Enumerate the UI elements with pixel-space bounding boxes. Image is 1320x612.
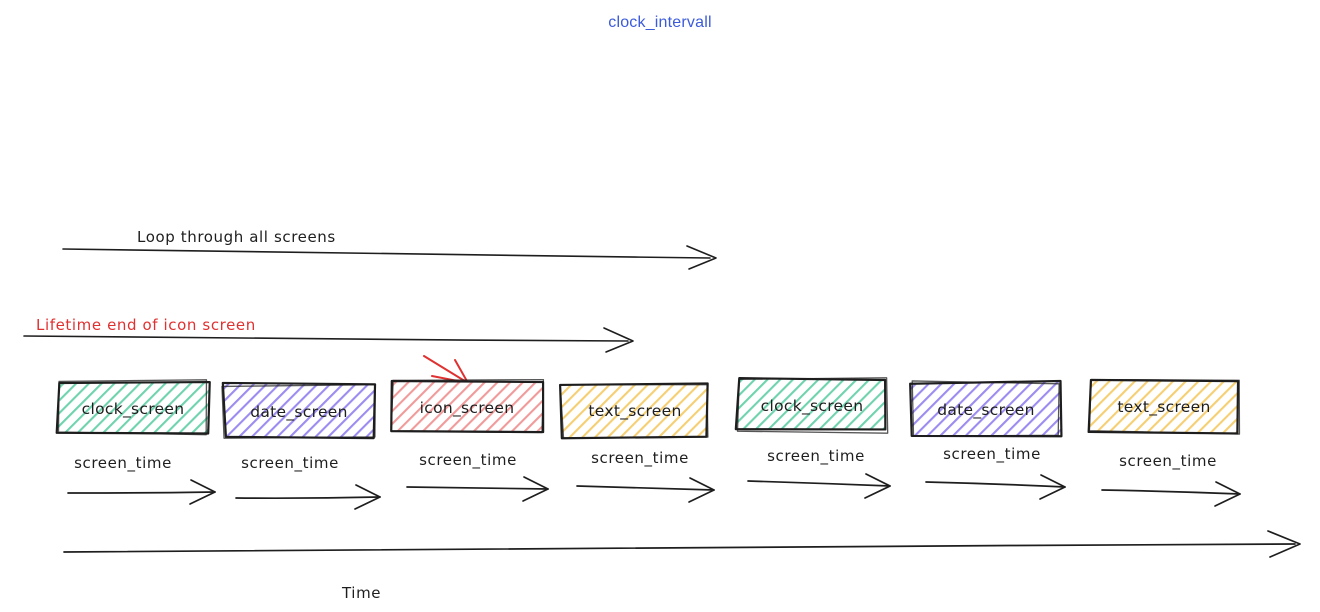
screen-time-arrow-head-icon bbox=[1214, 481, 1241, 507]
screen-time-arrow-5: screen_time bbox=[925, 445, 1066, 500]
screen-box-fill bbox=[560, 383, 708, 439]
screen-box-outline bbox=[57, 379, 208, 436]
screen-time-arrow-2: screen_time bbox=[406, 451, 549, 502]
screen-time-arrow-shaft bbox=[406, 486, 549, 490]
screen-box-outline bbox=[1088, 378, 1241, 435]
lifetime-annotation: Lifetime end of icon screen bbox=[23, 316, 634, 353]
screen-box-outline bbox=[736, 377, 889, 434]
screen-box-label: date_screen bbox=[937, 401, 1035, 420]
screen-time-arrow-6: screen_time bbox=[1101, 452, 1241, 507]
screen-time-label: screen_time bbox=[943, 445, 1041, 464]
screen-box-clock-screen-0[interactable]: clock_screen bbox=[55, 379, 211, 436]
screen-time-label: screen_time bbox=[419, 451, 517, 470]
lifetime-label: Lifetime end of icon screen bbox=[36, 316, 256, 334]
screen-box-date-screen-1[interactable]: date_screen bbox=[221, 381, 377, 440]
screen-time-arrow-shaft bbox=[576, 485, 715, 491]
screen-box-outline bbox=[221, 381, 377, 440]
screen-box-label: text_screen bbox=[1117, 398, 1210, 417]
screen-box-clock-screen-4[interactable]: clock_screen bbox=[734, 377, 889, 434]
icon-screen-pointer-arrow-icon bbox=[423, 355, 469, 384]
screen-time-arrow-shaft bbox=[235, 496, 381, 500]
screen-box-fill bbox=[910, 380, 1062, 437]
screen-time-label: screen_time bbox=[241, 454, 339, 473]
screen-time-arrow-1: screen_time bbox=[235, 454, 381, 510]
screen-time-arrows: screen_time screen_time screen_time screen_… bbox=[67, 445, 1241, 510]
screen-box-outline bbox=[559, 384, 709, 439]
time-axis-label: Time bbox=[341, 584, 381, 602]
screen-time-arrow-0: screen_time bbox=[67, 454, 216, 505]
screen-box-text-screen-6[interactable]: text_screen bbox=[1087, 378, 1241, 435]
screen-time-arrow-head-icon bbox=[522, 476, 549, 502]
screen-box-fill bbox=[391, 381, 544, 433]
screen-box-fill bbox=[56, 382, 210, 434]
screen-box-label: text_screen bbox=[588, 402, 681, 421]
screen-box-fill bbox=[222, 382, 376, 439]
screen-box-outline bbox=[911, 380, 1060, 437]
screen-time-label: screen_time bbox=[767, 447, 865, 466]
screen-time-arrow-shaft bbox=[747, 480, 891, 487]
time-axis: Time bbox=[63, 530, 1301, 602]
screen-box-outline bbox=[221, 384, 376, 439]
page-title: clock_intervall bbox=[608, 14, 712, 31]
screen-time-arrow-head-icon bbox=[354, 484, 381, 510]
screen-box-label: icon_screen bbox=[420, 399, 515, 418]
screen-time-arrow-head-icon bbox=[688, 477, 715, 503]
screen-box-label: clock_screen bbox=[761, 397, 864, 416]
screen-box-text-screen-3[interactable]: text_screen bbox=[559, 382, 709, 440]
screen-box-label: clock_screen bbox=[82, 400, 185, 419]
screen-box-date-screen-5[interactable]: date_screen bbox=[909, 379, 1063, 438]
screen-box-outline bbox=[390, 378, 545, 434]
screen-box-icon-screen-2[interactable]: icon_screen bbox=[390, 378, 545, 434]
screen-box-fill bbox=[1088, 379, 1239, 434]
screen-time-label: screen_time bbox=[1119, 452, 1217, 471]
screen-time-arrow-head-icon bbox=[864, 473, 891, 499]
screen-time-label: screen_time bbox=[591, 449, 689, 468]
screen-boxes: clock_screen date_screen icon_screen text_s… bbox=[55, 377, 1241, 440]
screen-box-outline bbox=[909, 379, 1063, 438]
screen-box-outline bbox=[734, 377, 887, 431]
screen-box-label: date_screen bbox=[250, 403, 348, 422]
screen-time-arrow-shaft bbox=[925, 481, 1066, 488]
screen-time-arrow-shaft bbox=[67, 491, 216, 494]
screen-time-arrow-head-icon bbox=[189, 479, 216, 505]
screen-time-arrow-shaft bbox=[1101, 489, 1241, 495]
screen-time-arrow-3: screen_time bbox=[576, 449, 715, 503]
screen-time-arrow-4: screen_time bbox=[747, 447, 891, 499]
loop-label: Loop through all screens bbox=[137, 228, 336, 246]
loop-annotation: Loop through all screens bbox=[62, 228, 717, 270]
screen-box-outline bbox=[55, 380, 211, 435]
screen-time-arrow-head-icon bbox=[1039, 474, 1066, 500]
screen-time-label: screen_time bbox=[74, 454, 172, 473]
screen-box-fill bbox=[735, 378, 886, 430]
